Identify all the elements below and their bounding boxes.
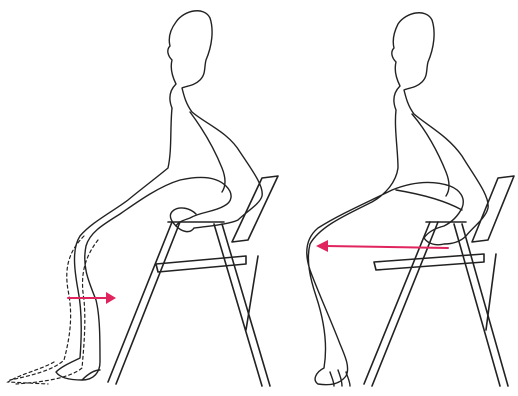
right-chair xyxy=(364,176,514,386)
left-motion-arrow-icon xyxy=(68,292,116,304)
left-figure xyxy=(8,11,278,386)
right-figure xyxy=(307,13,514,386)
right-person xyxy=(307,13,488,386)
left-person xyxy=(56,11,262,380)
